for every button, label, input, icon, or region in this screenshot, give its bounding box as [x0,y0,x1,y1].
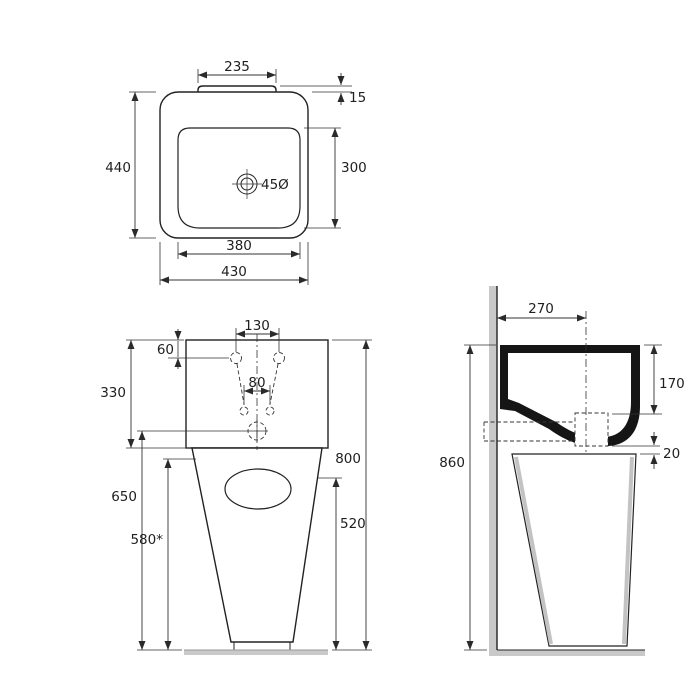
pedestal-edge-shading [514,456,553,645]
dim-label: 380 [226,238,252,254]
dim-label: 330 [100,385,126,401]
dim-380: 380 [177,238,301,259]
dim-label: 20 [663,446,680,462]
pedestal-edge-shading [622,456,634,645]
floor-band [489,650,645,656]
dim-label: 860 [439,455,465,471]
dim-800: 800 [332,339,372,651]
hidden-line [269,363,279,405]
dim-label: 170 [659,376,685,392]
dim-label: 270 [528,301,554,317]
dim-label: 520 [340,516,366,532]
dim-label: 430 [221,264,247,280]
mounting-hole-hidden [239,406,249,416]
dim-650: 650 [111,430,246,651]
dim-270: 270 [497,301,586,322]
drain-symbol [232,169,262,199]
dim-label: 80 [248,375,265,391]
basin-section-profile [500,345,640,446]
dim-330: 330 [100,339,190,449]
dim-520: 520 [318,477,366,650]
dim-440: 440 [105,91,156,239]
dim-label: 440 [105,160,131,176]
dim-label: 650 [111,489,137,505]
overflow-opening [224,468,292,510]
dim-label: 60 [157,342,174,358]
pedestal-section-outline [511,453,637,647]
mounting-hole-hidden [265,406,275,416]
dim-20: 20 [612,432,680,469]
dim-170: 170 [612,344,685,415]
dim-130: 130 [235,318,280,352]
dim-860: 860 [439,344,496,651]
dim-label: 300 [341,160,367,176]
faucet-hole-hidden [230,352,242,364]
floor-band [184,650,328,655]
dim-label: 800 [335,451,361,467]
drain-trap-hidden [574,412,609,447]
dim-drain-diameter: 45Ø [261,177,289,193]
pedestal-front-outline [191,447,323,643]
front-view: 130 60 80 330 650 [100,318,372,655]
dim-235: 235 [197,59,277,83]
dim-580: 580* [130,458,196,650]
dim-label: 15 [349,90,366,106]
dim-label: 580* [130,532,163,548]
faucet-hole-hidden [273,352,285,364]
wall-band [489,286,497,650]
dim-430: 430 [159,242,309,285]
dim-label: 130 [244,318,270,334]
dim-300: 300 [304,127,367,229]
dim-60: 60 [157,329,229,369]
hidden-line [236,363,245,405]
dim-label: 235 [224,59,250,75]
top-view: 45Ø 235 15 440 300 [105,59,367,285]
rear-ledge-outline [197,85,277,96]
dim-15: 15 [280,73,366,106]
dim-80: 80 [243,375,271,405]
side-view: 270 860 170 20 [439,286,685,656]
